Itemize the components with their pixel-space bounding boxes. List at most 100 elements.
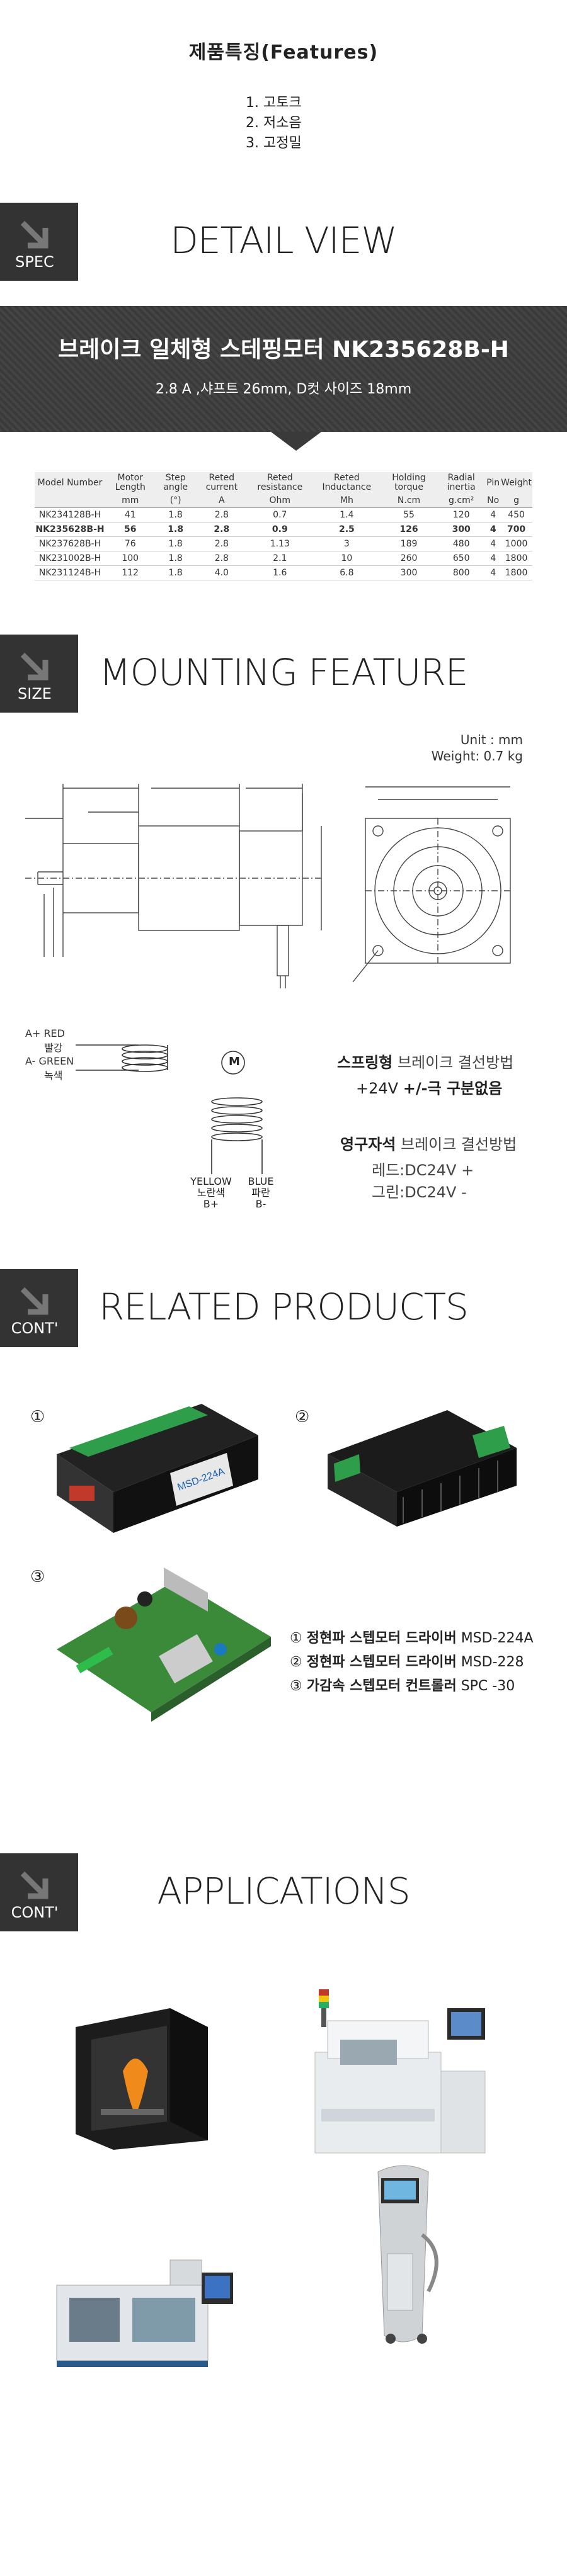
wire-a-minus: A- GREEN 녹색 [25, 1055, 74, 1082]
table-cell: 76 [105, 536, 156, 551]
unit-label: Unit : mm [460, 732, 523, 747]
table-cell: 4 [486, 536, 501, 551]
table-cell: NK231002B-H [35, 551, 105, 566]
controller-spc30-image [57, 1568, 271, 1722]
feature-item: 1. 고토크 [246, 95, 302, 111]
arrow-down-right-icon [20, 220, 49, 249]
driver-msd224a-image: MSD-224A [57, 1404, 258, 1533]
header-cell: Holding torque [381, 472, 437, 494]
table-cell: 1.8 [155, 522, 196, 537]
spec-badge: SPEC [0, 203, 78, 281]
table-cell: 1.13 [247, 536, 312, 551]
unit-cell: g [500, 494, 532, 508]
related-products-title: RELATED PRODUCTS [99, 1285, 469, 1328]
table-cell: 1.8 [155, 551, 196, 566]
spring-label: 스프링형 [337, 1054, 393, 1071]
apps-badge-label: CONT' [11, 1904, 59, 1921]
related-badge-label: CONT' [11, 1319, 59, 1337]
caption-name: 정현파 스텝모터 드라이버 [306, 1654, 457, 1670]
spec-table-units: mm (°) A Ohm Mh N.cm g.cm² No g [35, 494, 532, 508]
table-cell: 260 [381, 551, 437, 566]
table-cell: 480 [437, 536, 486, 551]
table-cell: 1800 [500, 551, 532, 566]
unit-cell: (°) [155, 494, 196, 508]
permanent-label: 영구자석 [340, 1136, 396, 1153]
table-cell: 700 [500, 522, 532, 537]
header-cell: Reted Inductance [312, 472, 381, 494]
unit-cell: g.cm² [437, 494, 486, 508]
table-cell: 100 [105, 551, 156, 566]
permanent-green: 그린:DC24V - [372, 1183, 467, 1201]
permanent-rest: 브레이크 결선방법 [396, 1136, 517, 1153]
table-cell: 2.8 [195, 507, 248, 523]
banner-subtitle: 2.8 A ,샤프트 26mm, D컷 사이즈 18mm [155, 381, 412, 397]
wire-label-kr: 빨강 [44, 1042, 63, 1054]
product-caption-2: ② 정현파 스텝모터 드라이버 MSD-228 [290, 1651, 534, 1675]
unit-cell: Ohm [247, 494, 312, 508]
header-cell: Pin [486, 472, 501, 494]
table-cell: 1.8 [155, 565, 196, 580]
arrow-down-right-icon [20, 1287, 49, 1315]
spec-table-header: Model Number Motor Length Step angle Ret… [35, 472, 532, 494]
wire-label: YELLOW [190, 1175, 232, 1187]
table-cell: 56 [105, 522, 156, 537]
banner-pointer [271, 432, 321, 451]
table-cell: 41 [105, 507, 156, 523]
weight-label: Weight: 0.7 kg [431, 749, 523, 764]
header-cell: Reted resistance [247, 472, 312, 494]
wire-label: A+ RED [25, 1027, 65, 1039]
wire-blue: BLUE 파란 B- [242, 1176, 280, 1210]
table-cell: 2.8 [195, 536, 248, 551]
caption-mark: ① [290, 1630, 302, 1646]
detail-view-title: DETAIL VIEW [170, 219, 398, 262]
caption-model: SPC -30 [461, 1678, 515, 1694]
table-cell: 1000 [500, 536, 532, 551]
table-cell: 4 [486, 565, 501, 580]
product-banner: 브레이크 일체형 스테핑모터 NK235628B-H 2.8 A ,샤프트 26… [0, 306, 567, 432]
header-cell: Motor Length [105, 472, 156, 494]
product-mark: ① [30, 1408, 45, 1426]
wire-label: B+ [203, 1198, 219, 1210]
table-cell: 4 [486, 551, 501, 566]
product-caption-1: ① 정현파 스텝모터 드라이버 MSD-224A [290, 1627, 534, 1651]
caption-mark: ② [290, 1654, 302, 1670]
wiring-diagram [76, 1044, 263, 1174]
table-cell: 10 [312, 551, 381, 566]
table-cell: 126 [381, 522, 437, 537]
cnc-machine-image [56, 2259, 233, 2367]
arrow-down-right-icon [20, 1871, 49, 1899]
table-cell: 120 [437, 507, 486, 523]
table-cell: 2.8 [195, 551, 248, 566]
caption-name: 정현파 스텝모터 드라이버 [306, 1630, 457, 1646]
unit-cell: mm [105, 494, 156, 508]
table-cell: 300 [381, 565, 437, 580]
spec-badge-label: SPEC [15, 253, 54, 271]
unit-cell: N.cm [381, 494, 437, 508]
unit-cell: Mh [312, 494, 381, 508]
smt-machine-image [314, 1989, 486, 2154]
driver-msd228-image [328, 1410, 517, 1527]
product-caption-3: ③ 가감속 스텝모터 컨트롤러 SPC -30 [290, 1675, 534, 1698]
mounting-feature-title: MOUNTING FEATURE [99, 651, 469, 694]
size-badge: SIZE [0, 635, 78, 713]
unit-info: Unit : mm Weight: 0.7 kg [403, 732, 523, 764]
table-cell: 1.8 [155, 536, 196, 551]
table-cell: 650 [437, 551, 486, 566]
header-cell: Reted current [195, 472, 248, 494]
wire-label: A- GREEN [25, 1055, 74, 1067]
table-cell: 300 [437, 522, 486, 537]
applications-title: APPLICATIONS [157, 1870, 410, 1912]
table-cell: 55 [381, 507, 437, 523]
table-cell: NK235628B-H [35, 522, 105, 537]
banner-title: 브레이크 일체형 스테핑모터 NK235628B-H [58, 337, 509, 363]
table-cell: NK231124B-H [35, 565, 105, 580]
table-cell: 4 [486, 522, 501, 537]
table-cell: 2.8 [195, 522, 248, 537]
table-cell: 1.8 [155, 507, 196, 523]
caption-mark: ③ [290, 1678, 302, 1694]
mounting-drawing [25, 784, 511, 988]
table-cell: NK237628B-H [35, 536, 105, 551]
wire-label-kr: 녹색 [44, 1070, 63, 1082]
header-cell: Radial inertia [437, 472, 486, 494]
